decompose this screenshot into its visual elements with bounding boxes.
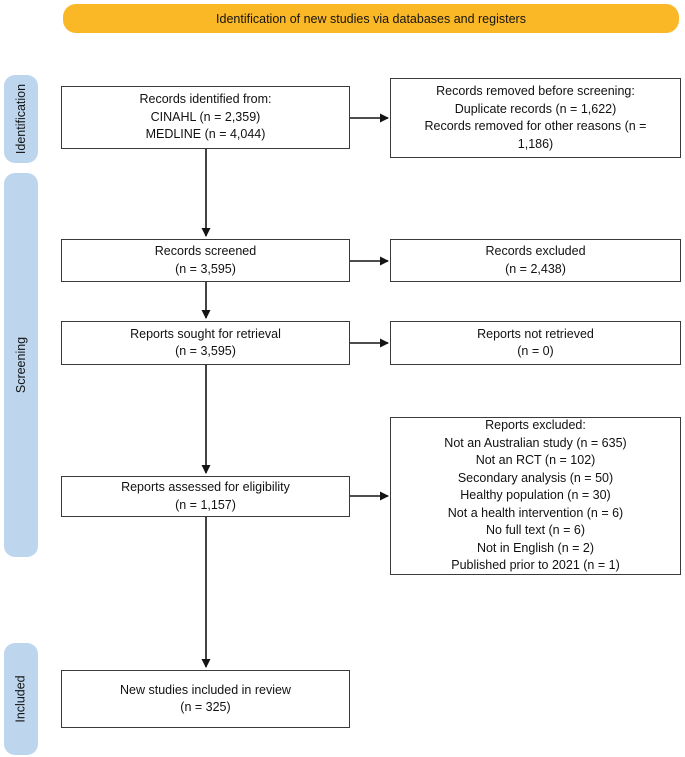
box-reports-sought-for-retrieval: Reports sought for retrieval (n = 3,595): [61, 321, 350, 365]
box-new-studies-included: New studies included in review (n = 325): [61, 670, 350, 728]
box-records-identified: Records identified from: CINAHL (n = 2,3…: [61, 86, 350, 149]
box-reports-excluded: Reports excluded: Not an Australian stud…: [390, 417, 681, 575]
box-reports-assessed-for-eligibility: Reports assessed for eligibility (n = 1,…: [61, 476, 350, 517]
banner-identification-of-new-studies: Identification of new studies via databa…: [63, 4, 679, 33]
stage-label-identification: Identification: [14, 83, 28, 155]
stage-label-included: Included: [14, 675, 29, 723]
box-records-removed-before-screening: Records removed before screening: Duplic…: [390, 78, 681, 158]
stage-bar-included: Included: [4, 643, 38, 755]
stage-bar-screening: Screening: [4, 173, 38, 557]
stage-label-screening: Screening: [14, 336, 29, 394]
box-records-excluded: Records excluded (n = 2,438): [390, 239, 681, 282]
box-reports-not-retrieved: Reports not retrieved (n = 0): [390, 321, 681, 365]
stage-bar-identification: Identification: [4, 75, 38, 163]
box-records-screened: Records screened (n = 3,595): [61, 239, 350, 282]
